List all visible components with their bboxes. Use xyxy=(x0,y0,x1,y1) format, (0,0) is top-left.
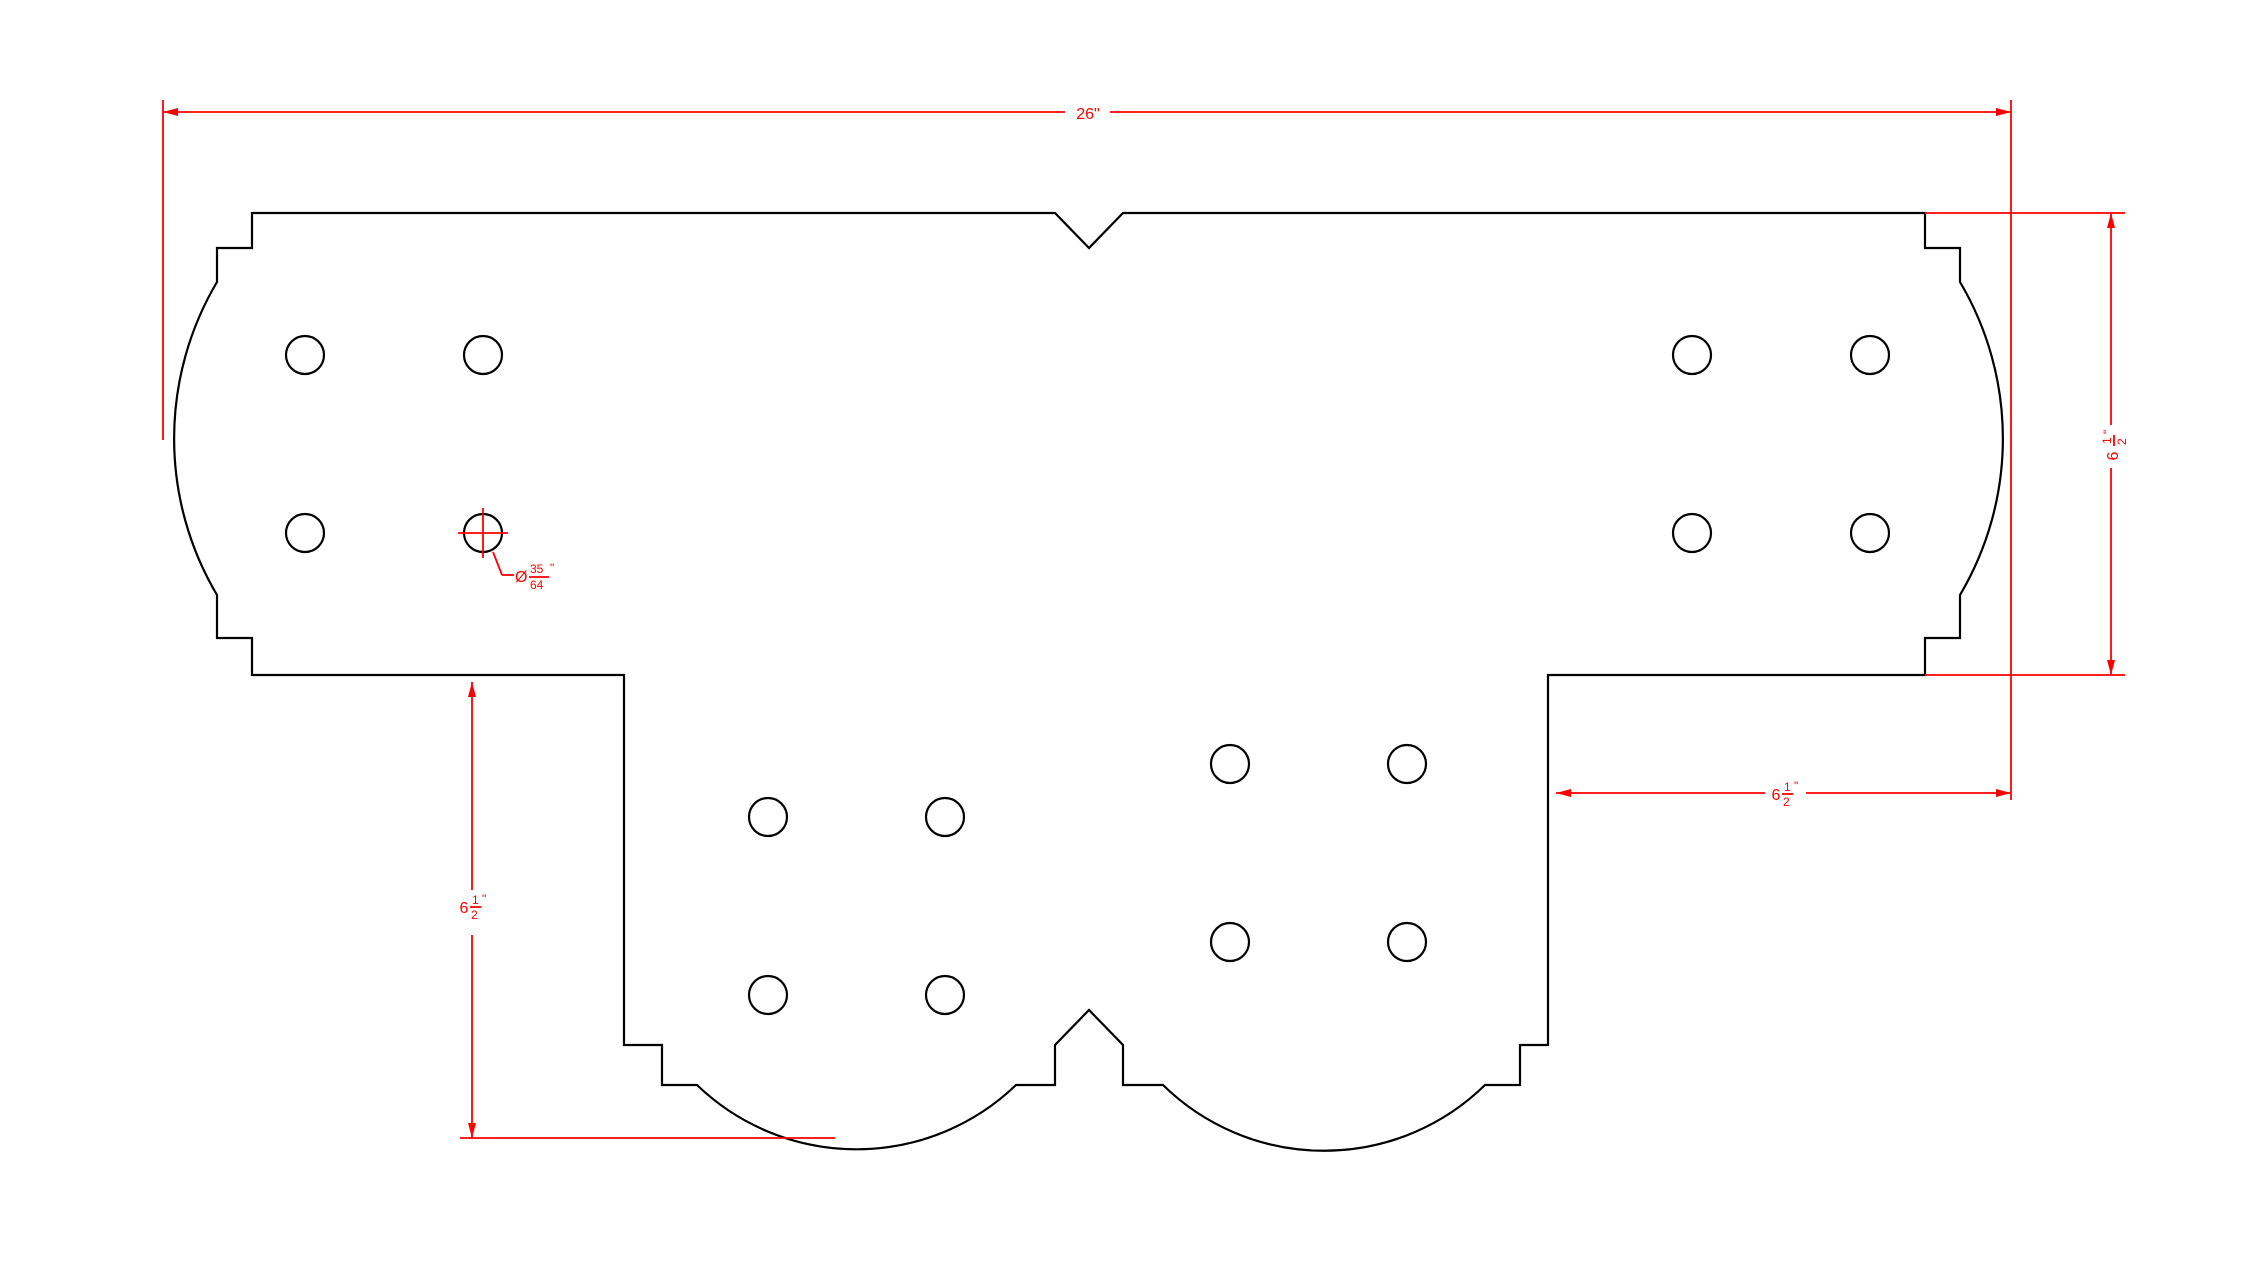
right-height-num: 1 xyxy=(2100,437,2114,444)
left-depth-den: 2 xyxy=(471,908,478,922)
hole-diameter-unit: " xyxy=(550,561,554,575)
hole-group-upper-left xyxy=(284,334,504,554)
left-depth-unit: " xyxy=(482,892,486,906)
right-arm-unit: " xyxy=(1794,779,1798,793)
hole-group-lower-left xyxy=(747,796,966,1016)
right-height-whole: 6 xyxy=(2105,451,2122,460)
hole xyxy=(284,512,326,554)
hole-group-lower-right xyxy=(1209,743,1428,963)
left-depth-num: 1 xyxy=(472,893,479,907)
hole xyxy=(1209,921,1251,963)
dimension-right-height: 6 1 2 " xyxy=(1925,212,2129,676)
hole xyxy=(1671,334,1713,376)
hole-diameter-den: 64 xyxy=(530,578,544,592)
part-outline xyxy=(173,211,2004,1152)
hole xyxy=(1209,743,1251,785)
hole xyxy=(747,796,789,838)
hole xyxy=(1849,334,1891,376)
hole xyxy=(462,334,504,376)
overall-width-label: 26" xyxy=(1076,106,1099,123)
hole xyxy=(1671,512,1713,554)
right-arm-whole: 6 xyxy=(1772,787,1781,804)
dimension-overall-width: 26" xyxy=(162,100,2012,800)
right-height-den: 2 xyxy=(2115,438,2129,445)
right-arm-num: 1 xyxy=(1784,780,1791,794)
hole xyxy=(924,796,966,838)
right-arm-den: 2 xyxy=(1783,795,1790,809)
dimension-hole-diameter: Ø 35 64 " xyxy=(458,508,554,592)
hole xyxy=(1386,743,1428,785)
dimension-right-arm: 6 1 2 " xyxy=(1556,779,2011,809)
right-height-unit: " xyxy=(2101,430,2115,434)
hole xyxy=(284,334,326,376)
hole xyxy=(924,974,966,1016)
hole xyxy=(1386,921,1428,963)
hole-group-upper-right xyxy=(1671,334,1891,554)
hole xyxy=(1849,512,1891,554)
dimension-left-depth: 6 1 2 " xyxy=(460,682,835,1139)
hole-diameter-symbol: Ø xyxy=(515,569,527,586)
hole-diameter-num: 35 xyxy=(530,562,544,576)
left-depth-whole: 6 xyxy=(460,900,469,917)
hole xyxy=(747,974,789,1016)
